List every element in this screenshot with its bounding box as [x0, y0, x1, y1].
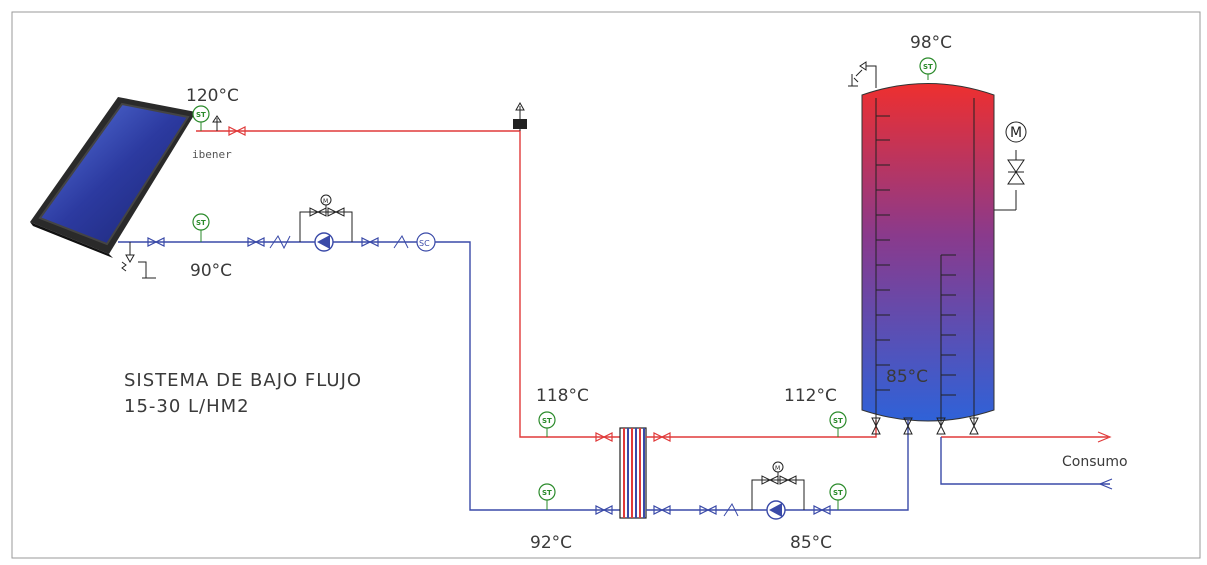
svg-text:M: M	[323, 198, 328, 205]
consumo-hot-line	[941, 431, 1112, 443]
valve-cold-1	[147, 237, 165, 247]
system-flow: 15-30 L/HM2	[124, 396, 250, 417]
valve-hot-collector	[228, 126, 246, 136]
temp-secondary-pump: 85°C	[790, 533, 832, 553]
consumo-label: Consumo	[1062, 454, 1128, 470]
temp-hx-in: 118°C	[536, 386, 589, 406]
temp-tank-top: 98°C	[910, 33, 952, 53]
svg-text:SC: SC	[419, 239, 430, 248]
valve-cold-3	[361, 235, 409, 249]
valve-hx-secondary-cold	[653, 503, 739, 517]
pump-primary: M	[299, 194, 353, 252]
safety-valve-collector	[121, 242, 156, 279]
temp-tank-return: 112°C	[784, 386, 837, 406]
valve-hx-primary-cold	[595, 505, 613, 515]
sensor-tank-return: ST	[829, 411, 847, 437]
svg-text:ST: ST	[196, 219, 206, 227]
tank-scale-left	[876, 115, 890, 391]
secondary-cold-line	[646, 420, 909, 511]
temp-collector-inlet: 90°C	[190, 261, 232, 281]
valve-cold-2	[247, 235, 291, 250]
consumo-cold-line	[940, 437, 1113, 490]
valve-secondary-cold-2	[813, 505, 831, 515]
svg-text:M: M	[775, 465, 780, 472]
system-title: SISTEMA DE BAJO FLUJO	[124, 370, 362, 391]
temp-hx-out: 92°C	[530, 533, 572, 553]
svg-text:ST: ST	[833, 417, 843, 425]
heat-exchanger	[619, 427, 647, 519]
svg-text:ST: ST	[923, 63, 933, 71]
valve-hx-secondary-hot	[653, 432, 671, 442]
tank-bottom-valves	[871, 417, 979, 435]
solar-collector	[30, 97, 196, 258]
storage-tank	[861, 83, 995, 425]
tank-safety-valve	[848, 61, 877, 88]
brand-label: ibener	[192, 148, 232, 161]
svg-text:ST: ST	[833, 489, 843, 497]
valve-hx-primary-hot	[595, 432, 613, 442]
sensor-hx-out: ST	[538, 483, 556, 510]
tank-scale-right	[941, 254, 956, 396]
svg-text:ST: ST	[196, 111, 206, 119]
sensor-hx-in: ST	[538, 411, 556, 437]
sensor-tank-top: ST	[919, 57, 937, 80]
temp-tank-bottom: 85°C	[886, 367, 928, 387]
svg-text:M: M	[1010, 125, 1022, 141]
sensor-collector-outlet: ST	[192, 105, 210, 131]
pump-secondary: M	[751, 461, 805, 520]
motorized-valve-tank: M	[994, 121, 1027, 211]
svg-text:ST: ST	[542, 417, 552, 425]
hot-supply-line	[196, 101, 620, 438]
sensor-collector-inlet: ST	[192, 213, 210, 242]
sensor-secondary-pump: ST	[829, 483, 847, 510]
diagram-frame	[11, 11, 1201, 559]
vent-collector	[212, 115, 222, 131]
svg-text:ST: ST	[542, 489, 552, 497]
flow-meter-sc: SC	[416, 232, 436, 252]
cold-return-line	[118, 241, 620, 511]
temp-collector-outlet: 120°C	[186, 86, 239, 106]
